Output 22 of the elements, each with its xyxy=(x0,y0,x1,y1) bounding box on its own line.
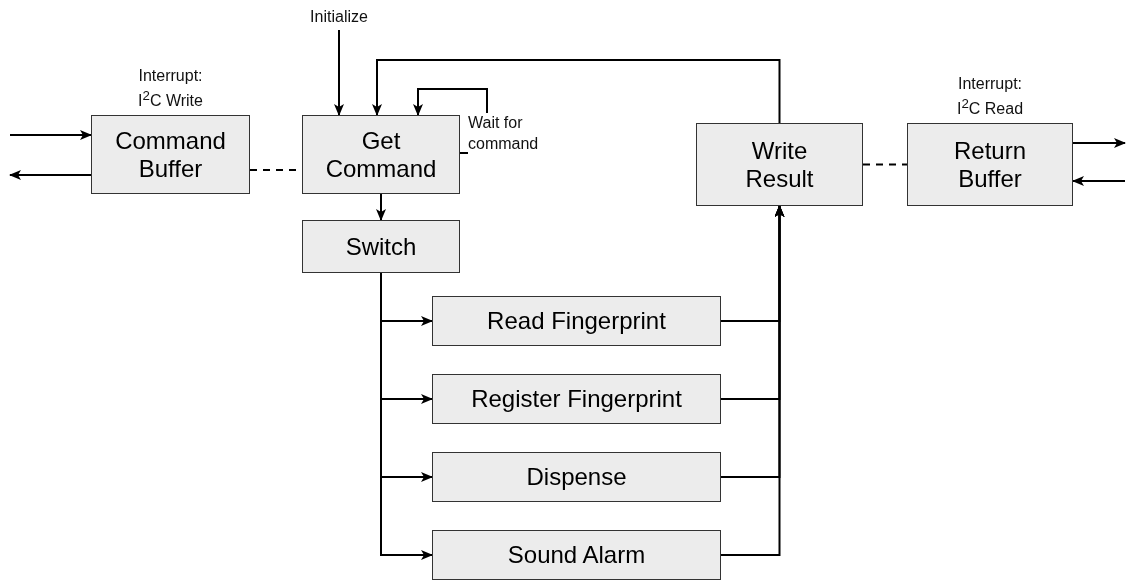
arrow xyxy=(334,29,344,116)
process-box: Read Fingerprint xyxy=(432,296,721,346)
arrow xyxy=(1072,138,1126,148)
process-box: Dispense xyxy=(432,452,721,502)
process-box: Register Fingerprint xyxy=(432,374,721,424)
interrupt-note: Interrupt: I$^{2}$C Read xyxy=(955,74,1025,120)
dashed-connector xyxy=(862,163,908,166)
arrow xyxy=(380,272,433,560)
interrupt-note: Interrupt: I$^{2}$C Write xyxy=(137,66,204,112)
process-box: Return Buffer xyxy=(907,123,1073,206)
arrow xyxy=(372,59,781,124)
arrow xyxy=(9,130,92,140)
arrow xyxy=(376,193,386,221)
arrow xyxy=(1072,176,1126,186)
process-box: Command Buffer xyxy=(91,115,250,194)
process-box: Get Command xyxy=(302,115,460,194)
arrow xyxy=(720,205,785,556)
process-box: Switch xyxy=(302,220,460,273)
process-box: Sound Alarm xyxy=(432,530,721,580)
process-box: Write Result xyxy=(696,123,863,206)
input-label: Initialize xyxy=(296,6,382,28)
arrow xyxy=(9,170,92,180)
